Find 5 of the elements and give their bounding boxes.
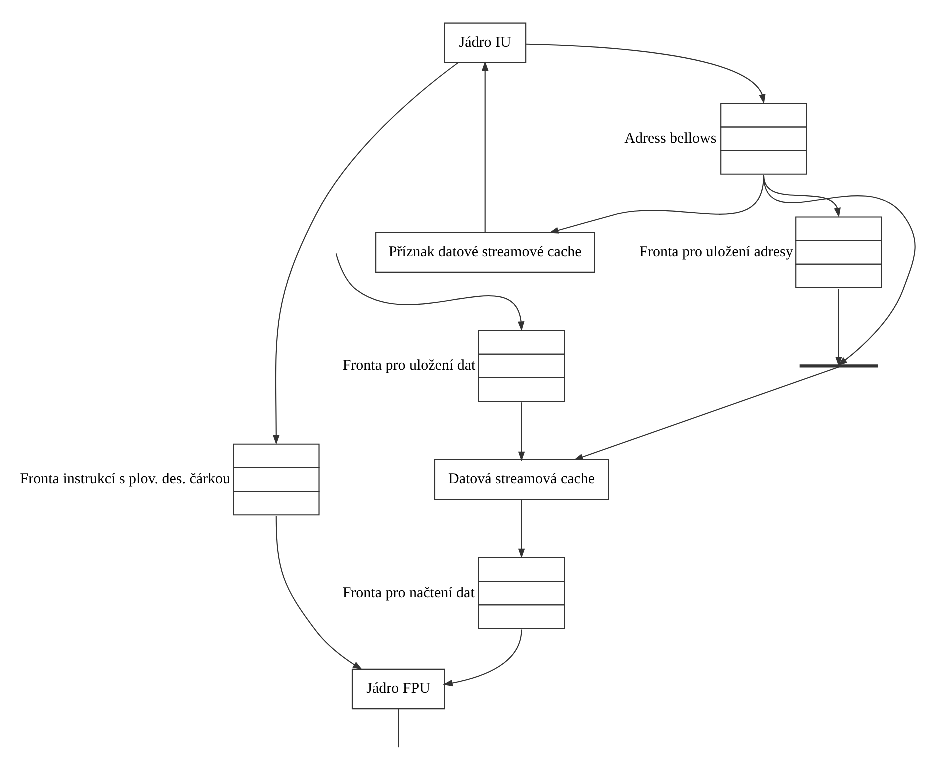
- node-label: Adress bellows: [624, 130, 716, 147]
- node-label: Fronta pro uložení adresy: [639, 244, 793, 261]
- node-label: Fronta instrukcí s plov. des. čárkou: [20, 472, 230, 488]
- node-label: Fronta pro načtení dat: [342, 585, 474, 602]
- node-label: Fronta pro uložení dat: [342, 358, 476, 374]
